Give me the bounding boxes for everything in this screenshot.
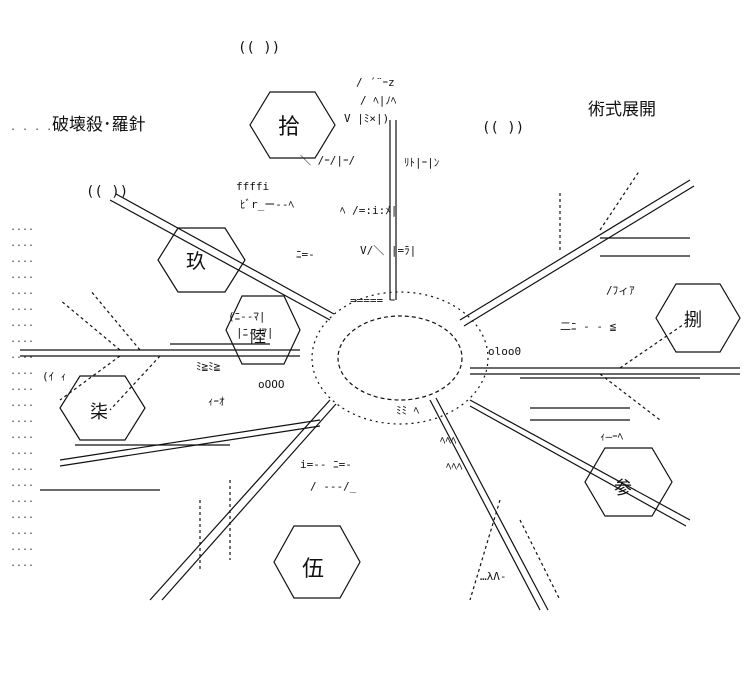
leader-dots-left: . . . . [10,122,53,133]
left-margin-dots: .... .... .... .... .... .... .... .... … [10,222,35,569]
svg-text:===== ｰ: ===== ｰ [350,294,395,307]
kanji-roku: 陸 [250,327,266,346]
ring-glyphs: (( )) (( )) (( )) [86,40,524,200]
svg-text:(( )): (( )) [238,40,280,56]
svg-text:oOOO: oOOO [258,378,285,391]
svg-text:/ ´¨ｰz: / ´¨ｰz [356,76,395,89]
svg-text:(( )): (( )) [86,184,128,200]
svg-text:二ﾆ - - ≦: 二ﾆ - - ≦ [560,320,617,333]
svg-text:i=-- ﾆ=-: i=-- ﾆ=- [300,458,352,471]
kanji-ku: 玖 [186,249,206,273]
svg-text:ｨｰｵ: ｨｰｵ [208,395,225,408]
svg-text:ﾘﾄ|ｰ|ﾝ: ﾘﾄ|ｰ|ﾝ [404,156,439,169]
svg-text:ﾍﾍﾍ: ﾍﾍﾍ [440,434,457,447]
side-branches [59,169,691,601]
svg-text:ffffi: ffffi [236,180,269,193]
svg-text:ﾐ≧ﾐ≧: ﾐ≧ﾐ≧ [196,360,221,373]
svg-text:/ ---/_: / ---/_ [310,480,357,493]
svg-text:ﾐﾐ ﾍ: ﾐﾐ ﾍ [396,404,420,417]
svg-text:V/＼ |=ﾗ|: V/＼ |=ﾗ| [360,244,416,257]
svg-text:＼ /ｰ/|ｰ/: ＼ /ｰ/|ｰ/ [300,154,355,167]
central-ring [311,291,489,425]
technique-title: 破壊殺･羅針 [52,115,146,135]
svg-text:|ﾆ--ﾏ|: |ﾆ--ﾏ| [236,326,274,339]
snowflake-arms [20,120,740,611]
svg-text:V |ﾐ×|): V |ﾐ×|) [344,112,389,125]
svg-text:/ﾌィｱ: /ﾌィｱ [606,284,635,297]
bars [40,237,700,491]
svg-text:(( )): (( )) [482,120,524,136]
kanji-go: 伍 [302,557,324,582]
kanji-shichi: 柒 [90,402,108,423]
ascii-fragments: / ´¨ｰz / ﾍ|ﾉﾍ V |ﾐ×|) ＼ /ｰ/|ｰ/ ﾘﾄ|ｰ|ﾝ ff… [42,76,635,583]
svg-text:…λΛ-: …λΛ- [480,570,507,583]
svg-text:/ ﾍ|ﾉﾍ: / ﾍ|ﾉﾍ [360,94,397,107]
svg-text:(ｲ ｨ: (ｲ ｨ [42,370,66,383]
kanji-ju: 拾 [278,115,300,140]
svg-text:ﾋﾞr_ー--ﾍ: ﾋﾞr_ー--ﾍ [240,198,294,211]
svg-text:ﾆ=-: ﾆ=- [296,248,315,261]
svg-text:ﾍ /=:i:ﾒ|: ﾍ /=:i:ﾒ| [340,204,397,217]
svg-text:(ﾆ--ﾏ|: (ﾆ--ﾏ| [228,310,266,323]
technique-subtitle: 術式展開 [588,100,656,120]
svg-text:ﾍﾍﾍ: ﾍﾍﾍ [446,460,463,473]
kanji-hachi: 捌 [684,310,702,331]
svg-text:ｨ―ｰﾍ: ｨ―ｰﾍ [600,430,624,443]
kanji-labels: 拾 玖 捌 柒 参 伍 陸 [90,115,702,582]
hexagon-frames [59,91,741,599]
svg-text:oloo0: oloo0 [488,345,521,358]
kanji-san: 参 [614,478,632,499]
